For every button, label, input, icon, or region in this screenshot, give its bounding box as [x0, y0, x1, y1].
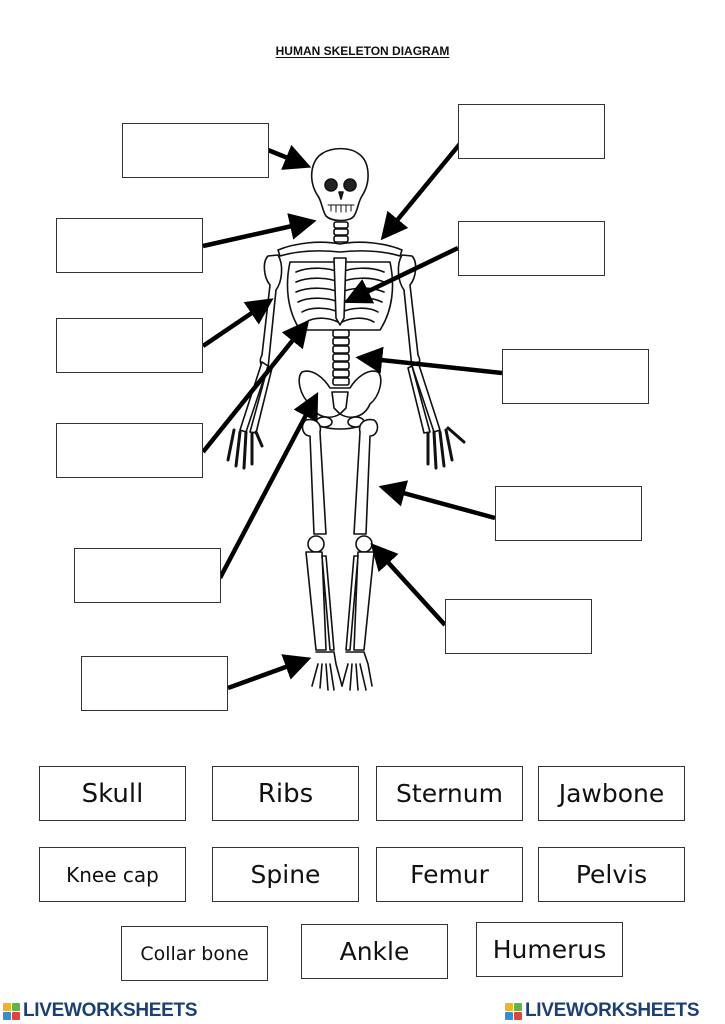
rib-cage-icon — [286, 257, 394, 331]
word-femur[interactable]: Femur — [376, 847, 523, 902]
answer-box-left-1[interactable] — [122, 123, 269, 178]
page-title: HUMAN SKELETON DIAGRAM — [275, 44, 450, 58]
sternum-icon — [333, 257, 347, 326]
answer-box-left-2[interactable] — [56, 218, 203, 273]
answer-box-left-6[interactable] — [81, 656, 228, 711]
word-spine[interactable]: Spine — [212, 847, 359, 902]
foot-icon — [311, 651, 373, 691]
word-humerus[interactable]: Humerus — [476, 922, 623, 977]
liveworksheets-logo-icon — [505, 1002, 522, 1020]
answer-box-right-3[interactable] — [502, 349, 649, 404]
answer-box-left-4[interactable] — [56, 423, 203, 478]
knee-cap-icon — [307, 535, 373, 553]
word-knee-cap[interactable]: Knee cap — [39, 847, 186, 902]
answer-box-right-4[interactable] — [495, 486, 642, 541]
answer-box-right-1[interactable] — [458, 104, 605, 159]
word-ankle[interactable]: Ankle — [301, 924, 448, 979]
footer-brand-left: LIVEWORKSHEETS — [3, 1000, 198, 1022]
pointer-arrows — [201, 132, 503, 691]
femur-icon — [301, 418, 379, 535]
answer-box-right-5[interactable] — [445, 599, 592, 654]
answer-box-left-3[interactable] — [56, 318, 203, 373]
footer-brand-right: LIVEWORKSHEETS — [505, 1000, 700, 1022]
skull-icon — [310, 147, 369, 222]
word-pelvis[interactable]: Pelvis — [538, 847, 685, 902]
answer-box-left-5[interactable] — [74, 548, 221, 603]
liveworksheets-logo-icon — [3, 1002, 20, 1020]
word-collar-bone[interactable]: Collar bone — [121, 926, 268, 981]
neck-vertebrae-icon — [333, 221, 349, 243]
word-ribs[interactable]: Ribs — [212, 766, 359, 821]
word-jawbone[interactable]: Jawbone — [538, 766, 685, 821]
answer-box-right-2[interactable] — [458, 221, 605, 276]
word-sternum[interactable]: Sternum — [376, 766, 523, 821]
word-skull[interactable]: Skull — [39, 766, 186, 821]
spine-icon — [332, 329, 350, 386]
